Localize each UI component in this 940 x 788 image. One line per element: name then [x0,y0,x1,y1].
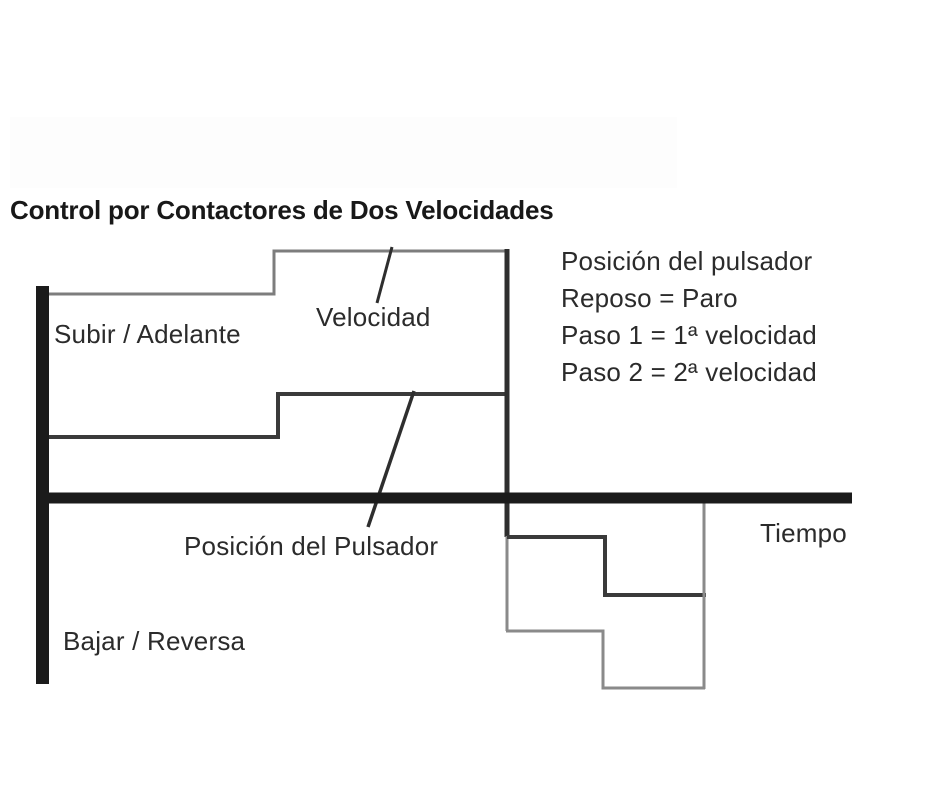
velocidad-pointer-line [375,246,394,304]
legend-line-paso1: Paso 1 = 1ª velocidad [561,320,817,350]
subir-outer-step [49,249,507,296]
tiempo-axis-label: Tiempo [760,518,847,548]
velocidad-label: Velocidad [316,302,431,332]
posicion-pointer-line [366,390,416,528]
diagram-title: Control por Contactores de Dos Velocidad… [10,195,554,225]
bajar-outer-step [506,629,705,690]
legend-line-reposo: Reposo = Paro [561,283,738,313]
bajar-reversa-label: Bajar / Reversa [63,626,246,656]
bajar-inner-step [507,535,706,597]
legend-line-position: Posición del pulsador [561,246,813,276]
posicion-pulsador-label: Posición del Pulsador [184,531,439,561]
background-block [10,117,677,188]
subir-inner-step [49,392,507,439]
legend-line-paso2: Paso 2 = 2ª velocidad [561,357,817,387]
subir-adelante-label: Subir / Adelante [54,319,241,349]
pushbutton-legend: Posición del pulsador Reposo = Paro Paso… [561,243,817,391]
